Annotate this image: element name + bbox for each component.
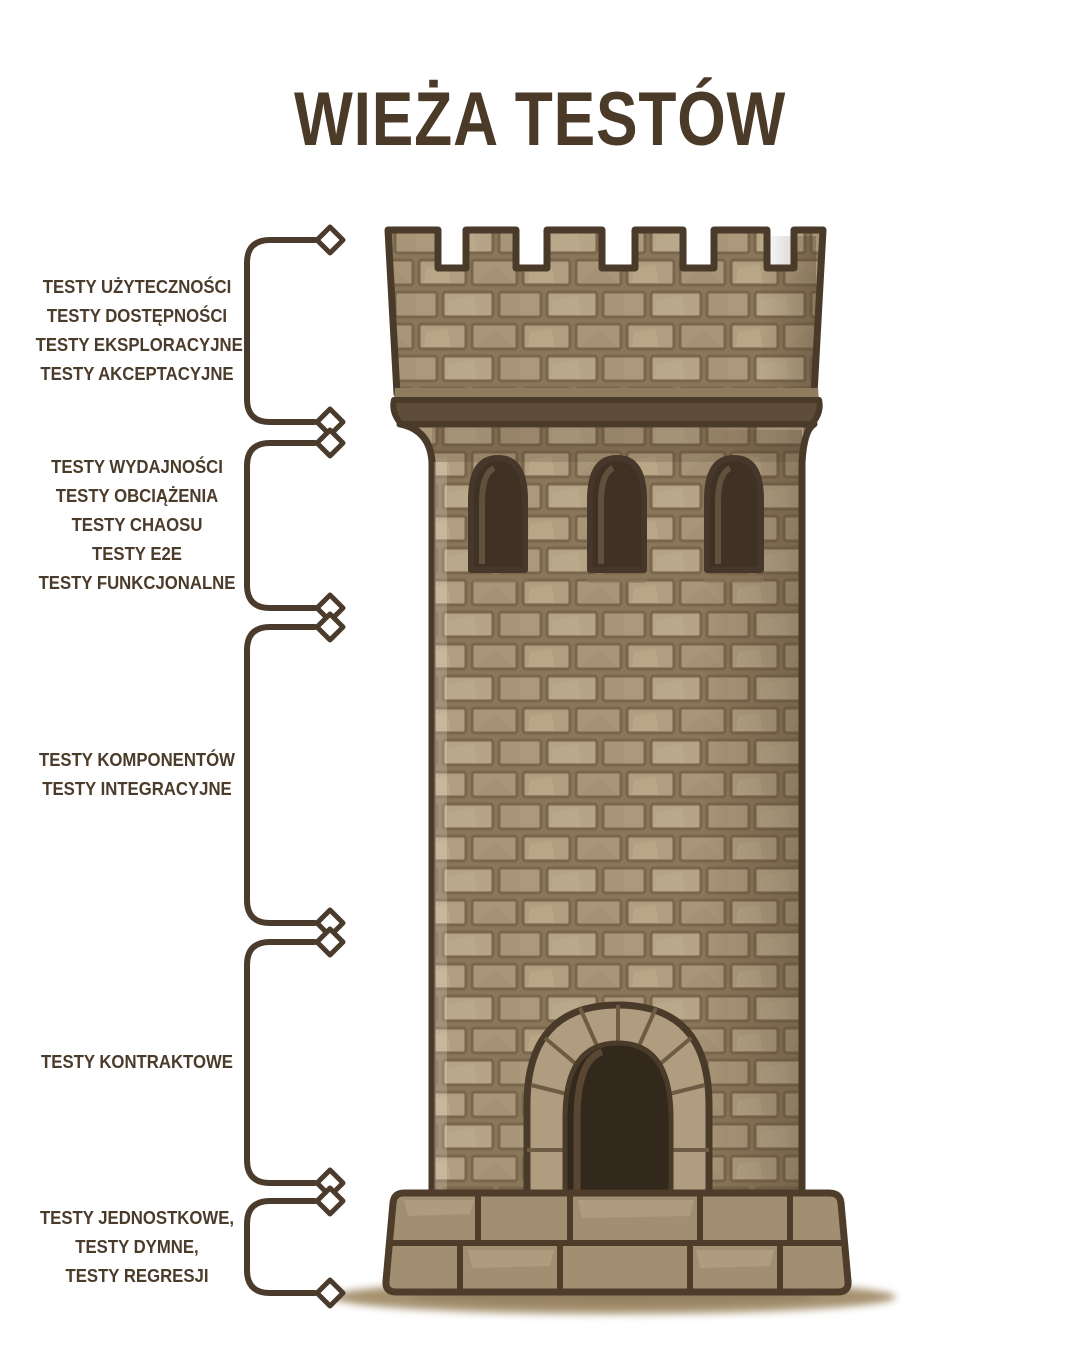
tower-battlements (384, 226, 827, 427)
tower-cornice (390, 388, 823, 427)
tower-window-right (704, 455, 764, 583)
level-label: TESTY WYDAJNOŚCI (51, 457, 223, 477)
level-label: TESTY OBCIĄŻENIA (55, 486, 219, 506)
connector-diamond-icon (314, 611, 346, 643)
level-label: TESTY E2E (92, 544, 182, 564)
tower-window-left (468, 455, 528, 583)
connector-diamond-icon (314, 224, 346, 256)
connector-diamond-icon (314, 1277, 346, 1309)
level-label: TESTY JEDNOSTKOWE, (39, 1207, 235, 1228)
tower-window-center (587, 455, 647, 583)
level-upper-labels: TESTY WYDAJNOŚCI TESTY OBCIĄŻENIA TESTY … (28, 443, 246, 608)
bracket-level-middle (244, 624, 318, 926)
level-brackets (244, 237, 318, 1296)
level-label: TESTY FUNKCJONALNE (38, 573, 236, 593)
level-label: TESTY REGRESJI (65, 1265, 209, 1286)
level-lower-labels: TESTY KONTRAKTOWE (28, 942, 246, 1183)
level-label: TESTY KOMPONENTÓW (39, 750, 235, 770)
tower-door (523, 1001, 713, 1200)
tower-windows (468, 455, 764, 583)
tower-base (382, 1189, 852, 1296)
connector-diamond-icon (314, 926, 346, 958)
level-label: TESTY DYMNE, (75, 1236, 199, 1257)
page-title: WIEŻA TESTÓW (0, 82, 1080, 158)
level-base-labels: TESTY JEDNOSTKOWE, TESTY DYMNE, TESTY RE… (28, 1201, 246, 1293)
connector-diamond-icon (314, 1185, 346, 1217)
bracket-level-top (244, 237, 318, 425)
level-label: TESTY CHAOSU (71, 515, 203, 535)
bracket-level-lower (244, 939, 318, 1186)
level-label: TESTY KONTRAKTOWE (41, 1052, 233, 1072)
connector-diamonds (314, 224, 346, 1309)
connector-diamond-icon (314, 427, 346, 459)
bracket-level-base (244, 1198, 318, 1296)
level-top-labels: TESTY UŻYTECZNOŚCI TESTY DOSTĘPNOŚCI TES… (28, 240, 246, 422)
tower-shaft (396, 420, 818, 1200)
level-middle-labels: TESTY KOMPONENTÓW TESTY INTEGRACYJNE (28, 627, 246, 923)
level-label: TESTY DOSTĘPNOŚCI (46, 306, 228, 326)
level-label: TESTY UŻYTECZNOŚCI (42, 277, 232, 297)
page-title-text: WIEŻA TESTÓW (293, 77, 787, 162)
level-label: TESTY AKCEPTACYJNE (40, 364, 234, 384)
level-label: TESTY EKSPLORACYJNE (35, 335, 243, 355)
bracket-level-upper (244, 440, 318, 611)
level-label: TESTY INTEGRACYJNE (42, 779, 232, 799)
